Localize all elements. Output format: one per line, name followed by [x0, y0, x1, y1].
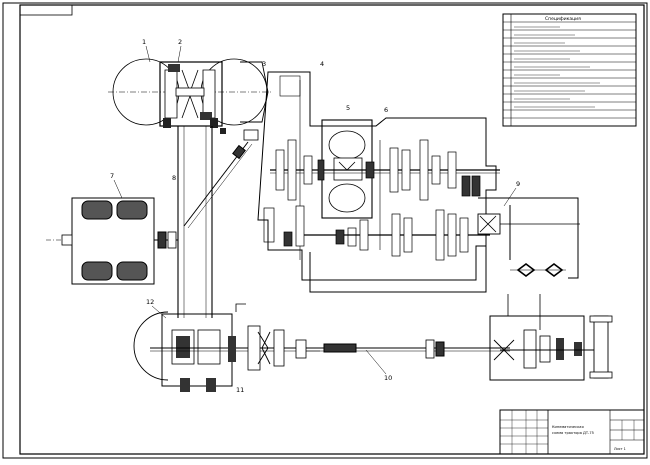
title-line-2: схема трактора ДТ-75: [552, 431, 594, 435]
corner-stamp: [19, 4, 73, 16]
callout-11: 11: [236, 386, 244, 394]
callout-3: 3: [262, 60, 266, 68]
rear-axle-housing: [309, 197, 580, 293]
spec-table-header: Спецификация: [545, 16, 581, 22]
title-block: Кинематическая схема трактора ДТ-75 Лист…: [499, 409, 645, 455]
diagonal-shaft: [183, 129, 259, 229]
callout-6: 6: [384, 106, 388, 114]
vertical-shafts: [177, 126, 213, 318]
callout-4: 4: [320, 60, 324, 68]
rear-reducer: [489, 294, 613, 381]
specification-table: Спецификация: [502, 13, 637, 127]
starter-motor: [46, 197, 178, 285]
title-line-1: Кинематическая: [552, 425, 584, 429]
sheet-number: Лист 1: [614, 447, 626, 451]
callout-10: 10: [384, 374, 392, 382]
callout-1: 1: [142, 38, 146, 46]
gear-blocks: [263, 139, 481, 261]
sheet-inner-frame: [19, 4, 645, 455]
callouts: 1 2 3 4 5 6 7 8 9 10 11 12: [110, 38, 520, 394]
callout-9: 9: [516, 180, 520, 188]
callout-5: 5: [346, 104, 350, 112]
callout-8: 8: [172, 174, 176, 182]
callout-2: 2: [178, 38, 182, 46]
engine-clutch-assembly: [108, 58, 272, 134]
final-drive-left: [133, 303, 320, 392]
callout-7: 7: [110, 172, 114, 180]
cardan-shaft: [295, 339, 510, 359]
callout-12: 12: [146, 298, 154, 306]
sheet-outer-frame: [2, 2, 648, 459]
